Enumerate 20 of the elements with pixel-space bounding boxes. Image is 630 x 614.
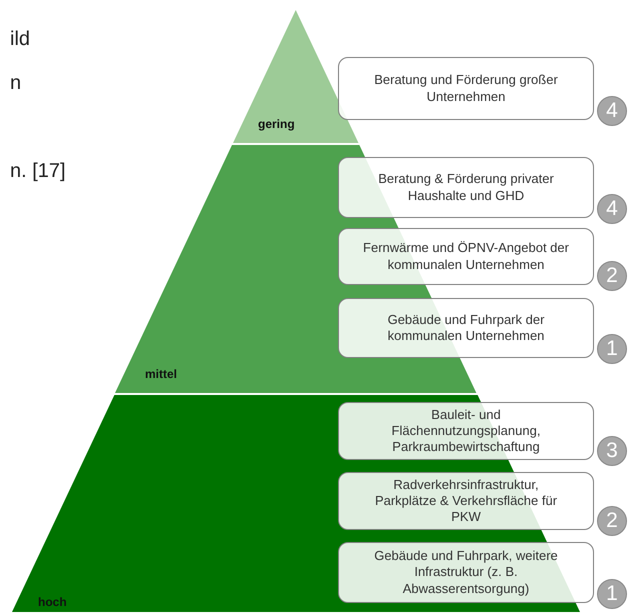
measure-box: Bauleit- und Flächennutzungsplanung, Parkraumbewirtschaftung	[338, 402, 594, 460]
measure-box: Gebäude und Fuhrpark der kommunalen Unternehmen	[338, 298, 594, 358]
priority-number: 1	[597, 334, 627, 364]
measure-box: Fernwärme und ÖPNV-Angebot der kommunalen Unternehmen	[338, 228, 594, 285]
measure-box: Beratung & Förderung privater Haushalte und GHD	[338, 157, 594, 218]
priority-number: 2	[597, 261, 627, 291]
priority-number: 2	[597, 506, 627, 536]
body-text: ild	[10, 28, 30, 51]
priority-number: 4	[597, 194, 627, 224]
measure-box: Beratung und Förderung großer Unternehmen	[338, 57, 594, 120]
tier-label: gering	[258, 117, 295, 131]
measure-box: Gebäude und Fuhrpark, weitere Infrastruktur (z. B. Abwasserentsorgung)	[338, 542, 594, 603]
tier-label: hoch	[38, 595, 67, 609]
tier-label: mittel	[144, 367, 177, 381]
body-text: n	[10, 72, 22, 95]
priority-number: 4	[597, 96, 627, 126]
measure-box: Radverkehrsinfrastruktur, Parkplätze & Verkehrsfläche für PKW	[338, 472, 594, 530]
body-text: n. [17]	[10, 160, 66, 183]
priority-number: 3	[597, 436, 627, 466]
priority-number: 1	[597, 579, 627, 609]
